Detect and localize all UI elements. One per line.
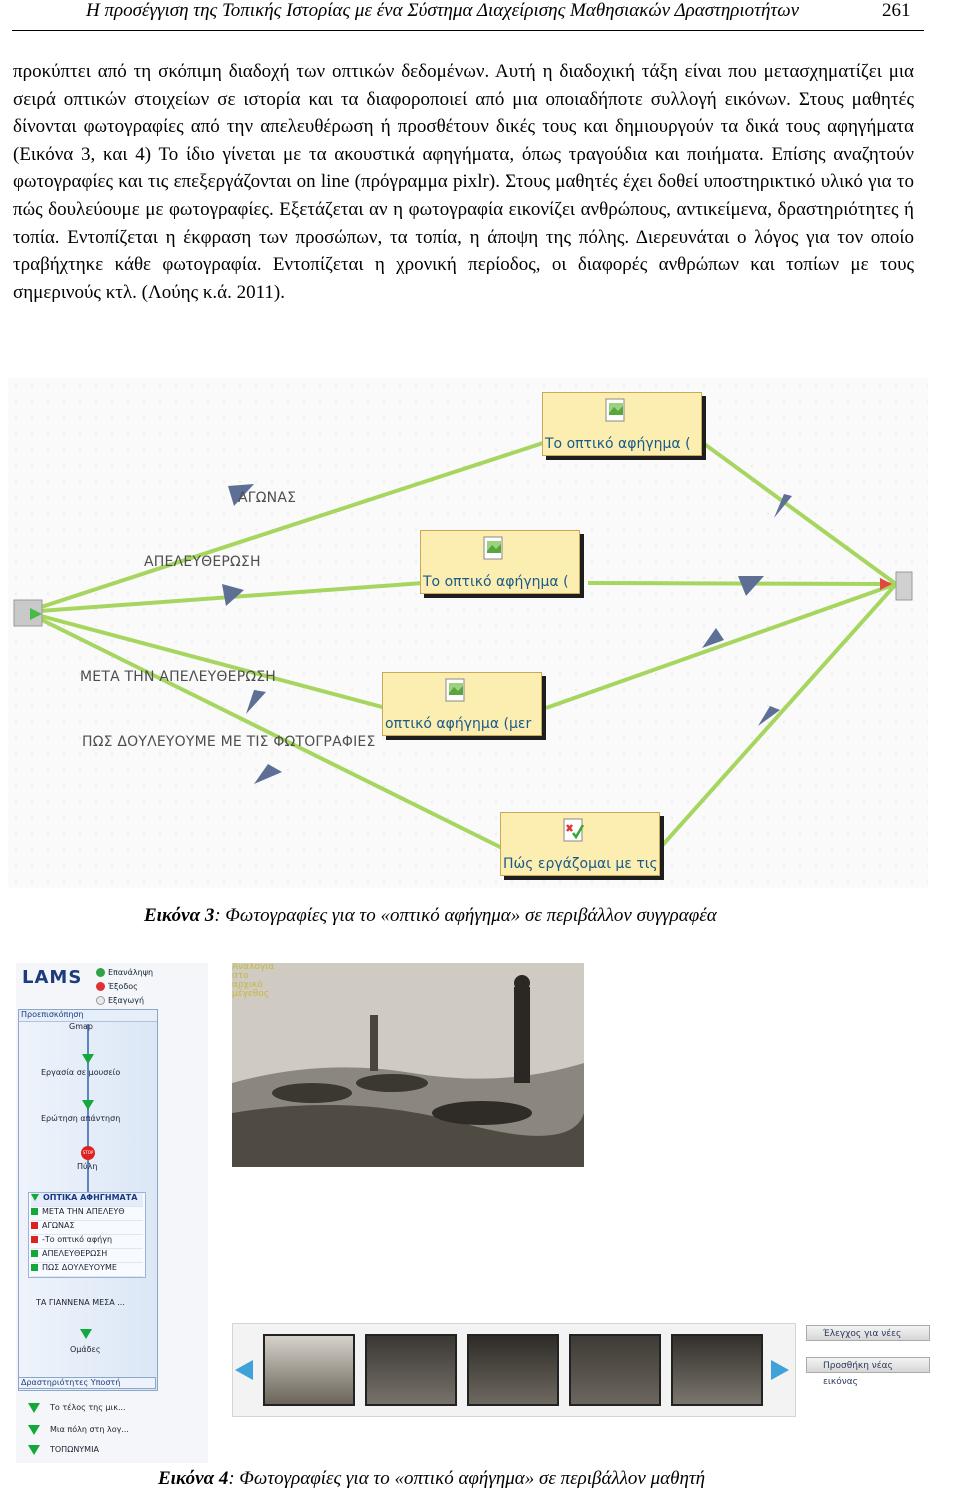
figure-4-learner-screenshot: LAMS Επανάληψη Έξοδος Εξαγωγή Προεπισκόπ… [16, 963, 960, 1463]
option-item[interactable]: ΠΩΣ ΔΟΥΛΕΥΟΥΜΕ [31, 1263, 143, 1277]
optional-activities-box: ΟΠΤΙΚΑ ΑΦΗΓΗΜΑΤΑ ΜΕΤΑ ΤΗΝ ΑΠΕΛΕΥΘ ΑΓΩΝΑΣ… [28, 1192, 146, 1278]
figure-4-caption: Εικόνα 4: Φωτογραφίες για το «οπτικό αφή… [158, 1468, 705, 1490]
thumbnail-2[interactable] [365, 1334, 457, 1406]
figure-3-caption-label: Εικόνα 3 [144, 905, 215, 926]
running-header: Η προσέγγιση της Τοπικής Ιστορίας με ένα… [0, 0, 960, 31]
activity-node-3[interactable]: οπτικό αφήγημα (μεr [382, 672, 542, 736]
sequence-giannena[interactable]: ΤΑ ΓΙΑΝΝΕΝΑ ΜΕΣΑ ... [36, 1298, 125, 1307]
step-triangle-icon [80, 1329, 92, 1339]
next-arrow-icon[interactable] [771, 1360, 789, 1380]
step-triangle-icon [82, 1100, 94, 1110]
replay-icon [96, 968, 105, 977]
support-item[interactable]: ΤΟΠΩΝΥΜΙΑ [50, 1445, 99, 1454]
activity-node-1[interactable]: Το οπτικό αφήγημα ( [542, 392, 702, 456]
replay-button[interactable]: Επανάληψη [96, 967, 154, 979]
expand-icon [31, 1194, 39, 1201]
lams-logo: LAMS [22, 967, 83, 988]
figure-4-caption-text: : Φωτογραφίες για το «οπτικό αφήγημα» σε… [228, 1468, 706, 1489]
step-triangle-icon [82, 1054, 94, 1064]
page-number: 261 [882, 0, 911, 21]
end-arrow-icon [880, 578, 892, 590]
figure-3-caption-text: : Φωτογραφίες για το «οπτικό αφήγημα» σε… [214, 905, 717, 926]
activity-node-label: Το οπτικό αφήγημα ( [423, 574, 569, 590]
edge-label-pos-douleyoume: ΠΩΣ ΔΟΥΛΕΥΟΥΜΕ ΜΕ ΤΙΣ ΦΩΤΟΓΡΑΦΙΕΣ [82, 734, 376, 750]
option-item[interactable]: ΜΕΤΑ ΤΗΝ ΑΠΕΛΕΥΘ [31, 1207, 143, 1221]
figure-4-caption-label: Εικόνα 4 [158, 1468, 229, 1489]
step-triangle-icon [28, 1445, 40, 1455]
sequence-gate[interactable]: Πύλη [77, 1162, 98, 1171]
edge-label-agonas: ΑΓΩΝΑΣ [238, 490, 297, 506]
export-button[interactable]: Εξαγωγή [96, 995, 154, 1007]
figure-3-caption: Εικόνα 3: Φωτογραφίες για το «οπτικό αφή… [144, 905, 717, 927]
historical-photo: Αναλογία στο αρχικό μέγεθος [232, 963, 584, 1167]
checklist-icon [563, 818, 585, 842]
activity-node-label: Το οπτικό αφήγημα ( [545, 436, 691, 452]
activity-node-4[interactable]: Πώς εργάζομαι με τις [500, 812, 660, 876]
option-item[interactable]: ΑΓΩΝΑΣ [31, 1221, 143, 1235]
export-icon [96, 996, 105, 1005]
preview-panel-title: Προεπισκόπηση [19, 1010, 157, 1022]
body-paragraph: προκύπτει από τη σκόπιμη διαδοχή των οπτ… [13, 61, 914, 303]
exit-icon [96, 982, 105, 991]
image-gallery-icon [605, 398, 625, 422]
image-gallery-icon [483, 536, 503, 560]
done-icon [31, 1208, 38, 1215]
photo-zoom-link[interactable]: Αναλογία στο αρχικό μέγεθος [232, 963, 275, 999]
current-icon [31, 1222, 38, 1229]
sequence-groups[interactable]: Ομάδες [70, 1345, 101, 1354]
support-item[interactable]: Μια πόλη στη λογ... [50, 1425, 129, 1434]
optional-activities-title[interactable]: ΟΠΤΙΚΑ ΑΦΗΓΗΜΑΤΑ [31, 1193, 143, 1207]
photo-scene [232, 963, 584, 1167]
running-title: Η προσέγγιση της Τοπικής Ιστορίας με ένα… [86, 0, 800, 21]
support-activities-tab[interactable]: Δραστηριότητες Υποστή [18, 1377, 156, 1389]
exit-button[interactable]: Έξοδος [96, 981, 154, 993]
image-gallery-icon [445, 678, 465, 702]
header-rule [12, 30, 924, 31]
thumbnail-3[interactable] [467, 1334, 559, 1406]
edge-label-apeleftherosi: ΑΠΕΛΕΥΘΕΡΩΣΗ [144, 554, 261, 570]
figure-3-connectors [13, 441, 913, 850]
activity-node-label: οπτικό αφήγημα (μεr [385, 716, 532, 732]
activity-node-2[interactable]: Το οπτικό αφήγημα ( [420, 530, 580, 594]
support-item[interactable]: Το τέλος της μικ... [50, 1403, 126, 1412]
option-item[interactable]: -Το οπτικό αφήγη [31, 1235, 143, 1249]
step-triangle-icon [28, 1403, 40, 1413]
start-arrow-icon [30, 608, 42, 620]
option-item[interactable]: ΑΠΕΛΕΥΘΕΡΩΣΗ [31, 1249, 143, 1263]
activity-node-label: Πώς εργάζομαι με τις [503, 856, 658, 872]
sequence-museum-task[interactable]: Εργασία σε μουσείο [41, 1068, 121, 1077]
thumbnail-strip [232, 1323, 796, 1417]
current-icon [31, 1236, 38, 1243]
figure-3-authoring-diagram: Το οπτικό αφήγημα ( Το οπτικό αφήγημα ( … [8, 378, 928, 888]
done-icon [31, 1250, 38, 1257]
stop-gate-icon: STOP [81, 1146, 95, 1160]
sequence-question-answer[interactable]: Ερώτηση απάντηση [41, 1114, 121, 1123]
step-triangle-icon [28, 1425, 40, 1435]
previous-arrow-icon[interactable] [235, 1360, 253, 1380]
thumbnail-4[interactable] [569, 1334, 661, 1406]
sequence-gmap[interactable]: Gmap [69, 1022, 93, 1031]
done-icon [31, 1264, 38, 1271]
lams-sidebar: LAMS Επανάληψη Έξοδος Εξαγωγή Προεπισκόπ… [16, 963, 208, 1463]
thumbnail-5[interactable] [671, 1334, 763, 1406]
add-new-image-button[interactable]: Προσθήκη νέας εικόνας [806, 1357, 930, 1387]
edge-label-meta: ΜΕΤΑ ΤΗΝ ΑΠΕΛΕΥΘΕΡΩΣΗ [80, 669, 277, 685]
thumbnail-1[interactable] [263, 1334, 355, 1406]
end-node [895, 571, 913, 601]
check-new-button[interactable]: Έλεγχος για νέες [806, 1325, 930, 1341]
